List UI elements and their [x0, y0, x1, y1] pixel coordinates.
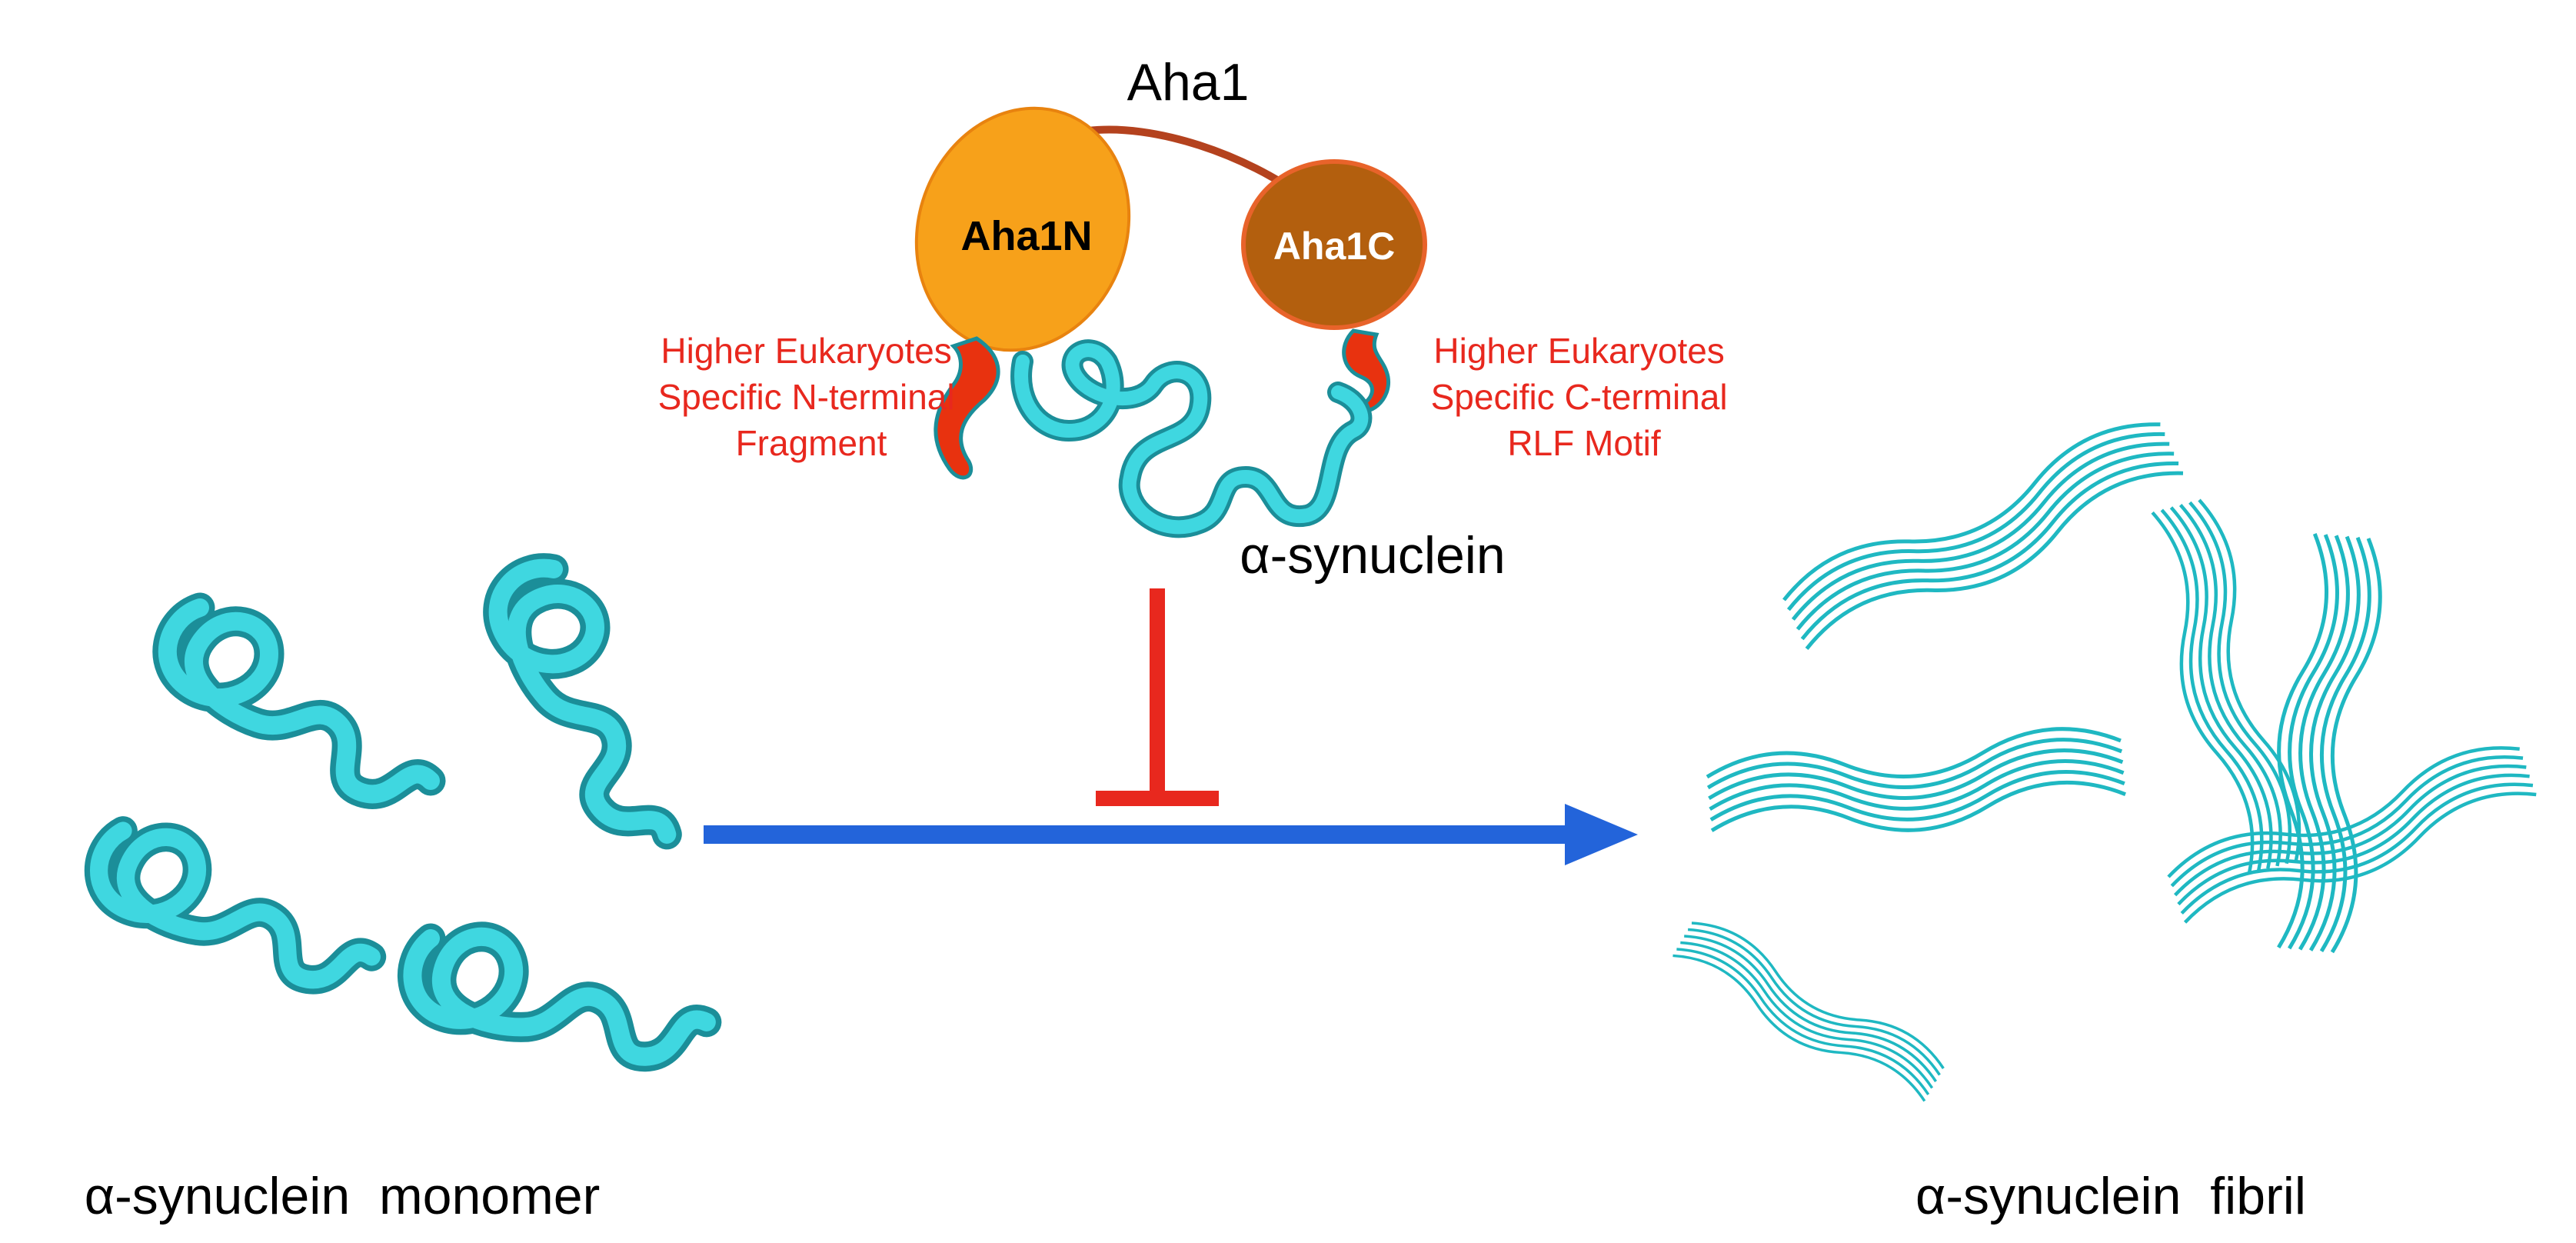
fibril-sheet-3	[1665, 911, 1951, 1113]
fibril-group	[1665, 408, 2542, 1113]
n-terminal-fragment	[934, 336, 1000, 480]
monomer-coil-3	[92, 792, 374, 1014]
n-fragment-line-3: Fragment	[736, 423, 887, 463]
n-fragment-text: Higher Eukaryotes Specific N-terminal Fr…	[658, 331, 965, 463]
fibril-label: α-synuclein fibril	[1915, 1167, 2306, 1225]
fibril-sheet-1	[1776, 408, 2190, 664]
aggregation-arrow-head	[1565, 804, 1638, 865]
monomer-coil-2	[432, 553, 754, 846]
monomer-coil-4	[400, 859, 711, 1125]
fibril-sheet-2	[1706, 724, 2127, 848]
fibril-sheet-6	[2261, 532, 2386, 954]
monomer-group	[92, 553, 754, 1125]
c-motif-line-2: Specific C-terminal	[1431, 377, 1728, 417]
bound-synuclein-chain-highlight	[1014, 343, 1369, 535]
aha1n-label: Aha1N	[960, 213, 1092, 259]
monomer-coil-1	[168, 608, 431, 794]
aha1c-label: Aha1C	[1273, 225, 1395, 268]
c-motif-line-1: Higher Eukaryotes	[1433, 331, 1724, 371]
aha1-label: Aha1	[1127, 53, 1250, 112]
synuclein-label: α-synuclein	[1240, 526, 1505, 585]
aha1c-domain	[1241, 159, 1427, 330]
fibril-sheet-4	[2138, 496, 2311, 878]
n-fragment-line-1: Higher Eukaryotes	[661, 331, 951, 371]
c-motif-line-3: RLF Motif	[1507, 423, 1661, 463]
n-fragment-line-2: Specific N-terminal	[658, 377, 955, 417]
c-motif-text: Higher Eukaryotes Specific C-terminal RL…	[1431, 331, 1738, 463]
monomer-label: α-synuclein monomer	[85, 1167, 600, 1225]
